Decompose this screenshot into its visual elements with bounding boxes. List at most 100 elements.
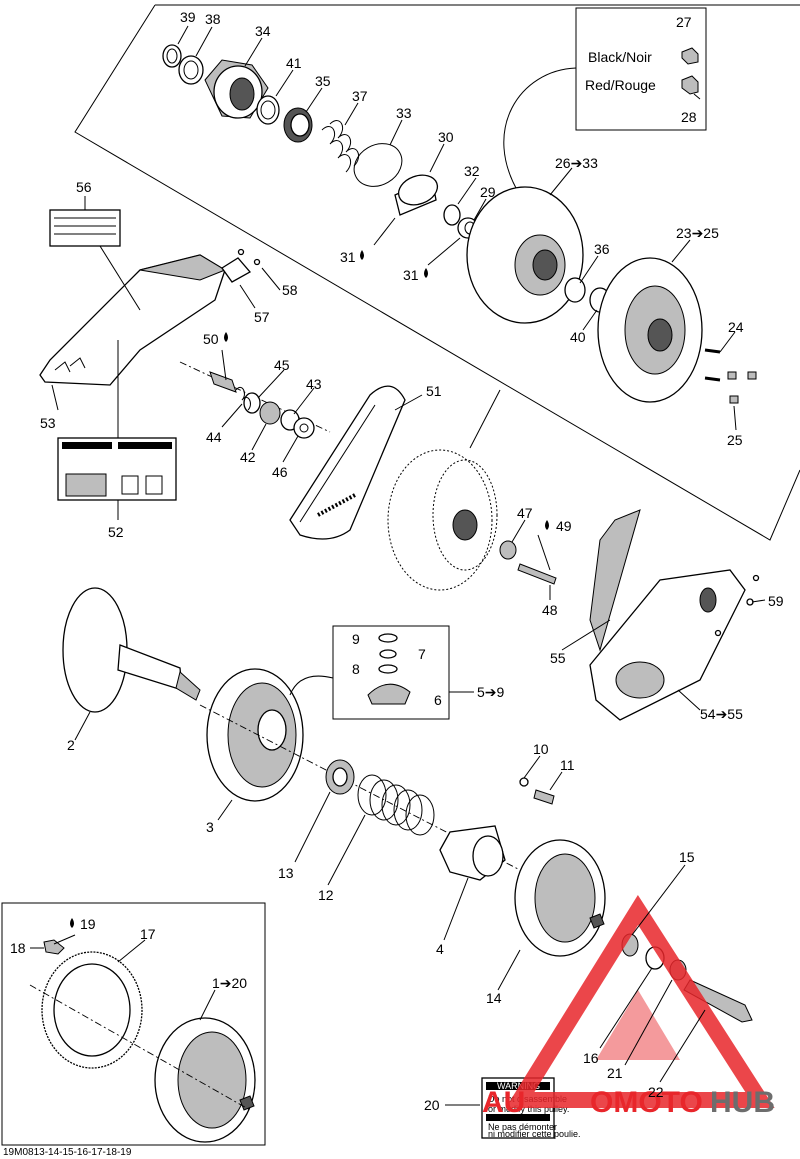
callout-45: 45 [274, 357, 290, 373]
callout-3: 3 [206, 819, 214, 835]
callout-28: 28 [681, 109, 697, 125]
roller-7 [379, 649, 397, 659]
oil-drop-icon [424, 268, 428, 278]
cover-54-55 [589, 509, 746, 721]
callout-54-55: 54➔55 [700, 706, 743, 722]
callout-49: 49 [556, 518, 572, 534]
washer-46 [293, 417, 315, 439]
callout-16: 16 [583, 1050, 599, 1066]
ring-39 [162, 44, 182, 68]
washer-36 [564, 277, 586, 303]
bushing-35 [283, 107, 313, 143]
callout-1-20: 1➔20 [212, 975, 247, 991]
callout-47: 47 [517, 505, 533, 521]
callout-46: 46 [272, 464, 288, 480]
oil-drop-icon [545, 520, 549, 530]
svg-text:ni modifier cette poulie.: ni modifier cette poulie. [488, 1129, 581, 1139]
washer-41 [256, 95, 280, 125]
callout-38: 38 [205, 11, 221, 27]
watermark-part2: OMOTO [590, 1086, 703, 1119]
spring-12 [357, 774, 435, 836]
spacer-13 [325, 759, 355, 795]
svg-text:Ne pas démonter: Ne pas démonter [488, 1122, 557, 1132]
callout-11: 11 [560, 757, 575, 773]
inset-axis-line [29, 984, 251, 1111]
callout-55: 55 [550, 650, 566, 666]
washer-47 [499, 540, 517, 560]
spring-37 [321, 120, 359, 173]
svg-text:or modify this pulley.: or modify this pulley. [488, 1104, 569, 1114]
callout-58: 58 [282, 282, 298, 298]
callout-7: 7 [418, 646, 426, 662]
callout-57: 57 [254, 309, 270, 325]
callout-31b: 31 [403, 267, 419, 283]
callout-31a: 31 [340, 249, 356, 265]
callout-48: 48 [542, 602, 558, 618]
snap-ring-33 [353, 143, 403, 187]
bearing-45 [243, 392, 261, 414]
inset-black-noir: Black/Noir [588, 49, 652, 65]
sheave-23-25 [597, 257, 703, 403]
screw-11 [533, 789, 555, 805]
watermark-part3: HUB [710, 1086, 775, 1119]
movable-sheave-3 [206, 668, 304, 802]
callout-29: 29 [480, 184, 496, 200]
callout-5-9: 5➔9 [477, 684, 505, 700]
callout-21: 21 [607, 1065, 623, 1081]
watermark-part1: AU [482, 1086, 525, 1119]
screws-59 [714, 574, 760, 637]
callouts: 39 38 34 41 35 37 33 30 32 29 31 31 26➔3… [10, 9, 784, 1113]
ring-gear-17 [41, 951, 143, 1069]
callout-18: 18 [10, 940, 26, 956]
inset-box-top [575, 7, 707, 131]
roller-8 [378, 664, 398, 674]
roller-9 [378, 633, 398, 643]
callout-56: 56 [76, 179, 92, 195]
callout-32: 32 [464, 163, 480, 179]
screws-58 [237, 248, 261, 266]
sheave-26-33 [466, 186, 584, 324]
callout-13: 13 [278, 865, 294, 881]
spring-44 [235, 386, 251, 411]
driven-pulley-frame [74, 4, 800, 541]
diagram-code: 19M0813-14-15-16-17-18-19 [3, 1147, 132, 1158]
washer-10 [519, 777, 529, 787]
bracket-57 [221, 257, 252, 283]
pulley-1-20 [154, 1017, 256, 1143]
connector-black-icon [681, 47, 699, 65]
callout-25: 25 [727, 432, 743, 448]
callout-43: 43 [306, 376, 322, 392]
decal-56 [49, 209, 121, 247]
watermark-logo [505, 895, 775, 1108]
drive-belt-51 [289, 385, 406, 540]
decal-52 [57, 437, 177, 501]
callout-50: 50 [203, 331, 219, 347]
callout-33: 33 [396, 105, 412, 121]
callout-24: 24 [728, 319, 744, 335]
callout-35: 35 [315, 73, 331, 89]
inset-red-rouge: Red/Rouge [585, 77, 656, 93]
callout-44: 44 [206, 429, 222, 445]
connector-red-icon [681, 75, 701, 100]
callout-36: 36 [594, 241, 610, 257]
sleeve-30 [394, 174, 439, 216]
callout-52: 52 [108, 524, 124, 540]
oil-drop-icon [70, 918, 74, 928]
ring-38 [178, 55, 204, 85]
oil-drop-icon [360, 250, 364, 260]
callout-2: 2 [67, 737, 75, 753]
bolt-18 [43, 939, 65, 955]
callout-42: 42 [240, 449, 256, 465]
fixed-sheave-2 [62, 587, 201, 713]
slider-6 [367, 683, 411, 705]
callout-17: 17 [140, 926, 156, 942]
callout-15: 15 [679, 849, 695, 865]
cam-34 [204, 59, 269, 119]
callout-4: 4 [436, 941, 444, 957]
drive-pulley-dotted [387, 389, 501, 591]
callout-6: 6 [434, 692, 442, 708]
sheave-14 [514, 839, 606, 957]
callout-39: 39 [180, 9, 196, 25]
callout-26-33: 26➔33 [555, 155, 598, 171]
callout-41: 41 [286, 55, 302, 71]
